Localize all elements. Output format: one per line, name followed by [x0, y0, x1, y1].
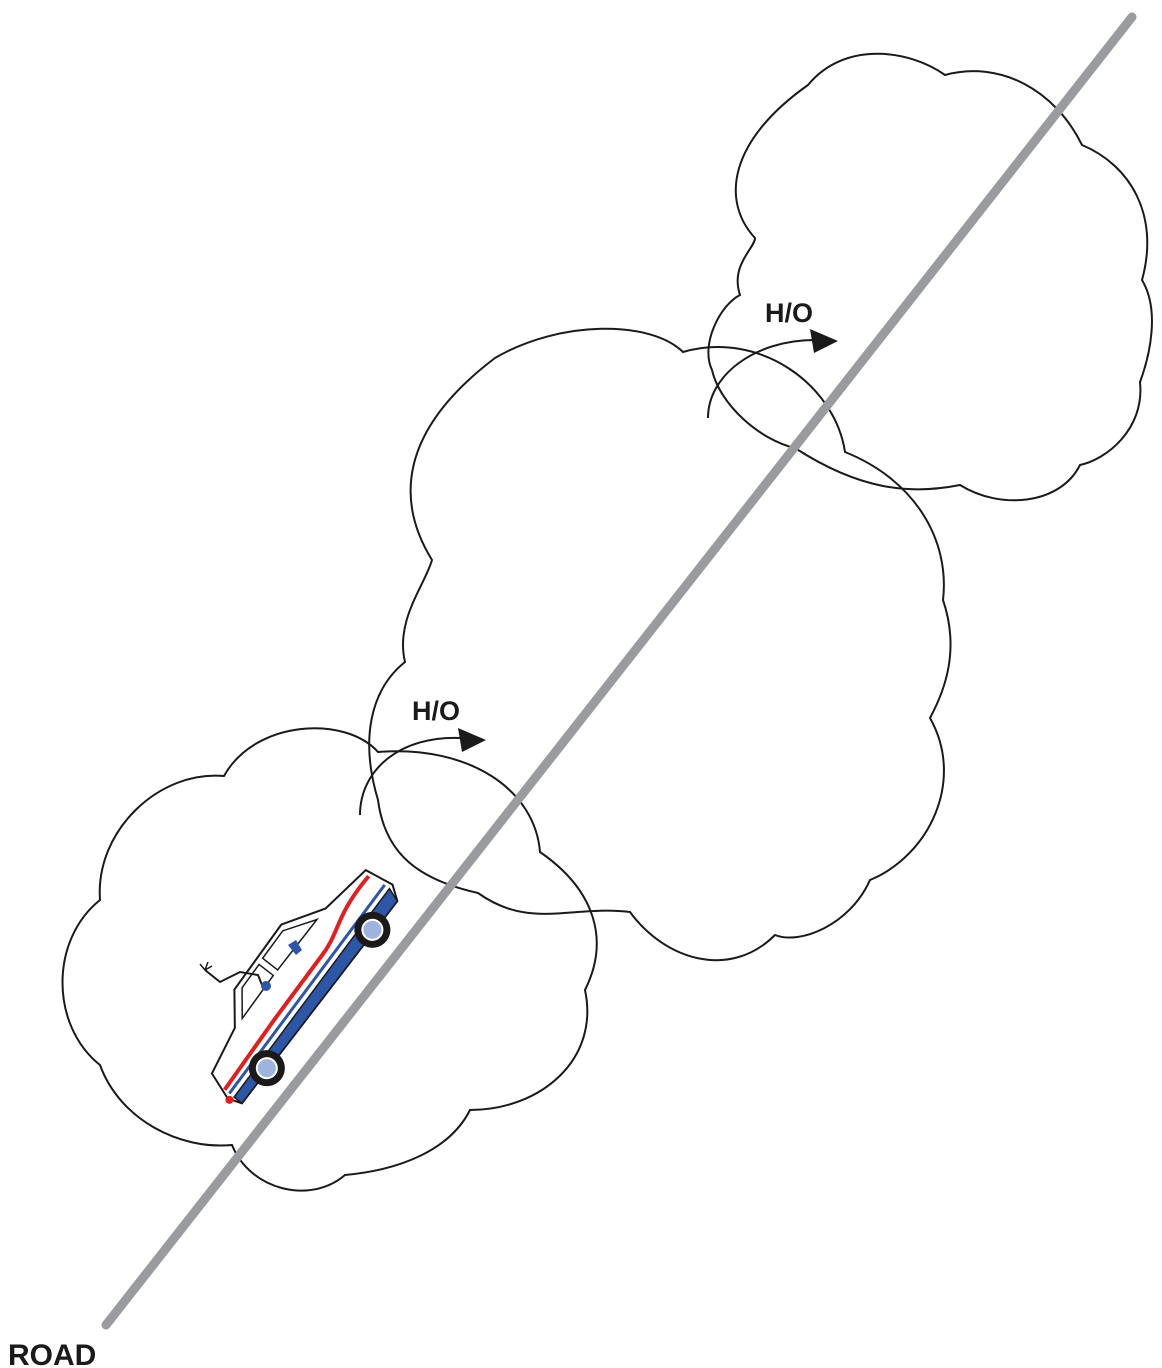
handoff-label-1: H/O: [412, 696, 460, 726]
car-icon: [210, 868, 399, 1105]
cell-2-outline: [368, 327, 952, 962]
person-waving-icon: [199, 961, 271, 991]
road: [101, 12, 1137, 1330]
handoff-arrow-2: [707, 329, 838, 419]
driver-icon: [288, 940, 302, 955]
cell-1-outline: [61, 727, 598, 1192]
handoff-arrow-1: [359, 728, 486, 816]
handoff-label-2: H/O: [765, 298, 813, 328]
road-label: ROAD: [8, 1339, 96, 1368]
